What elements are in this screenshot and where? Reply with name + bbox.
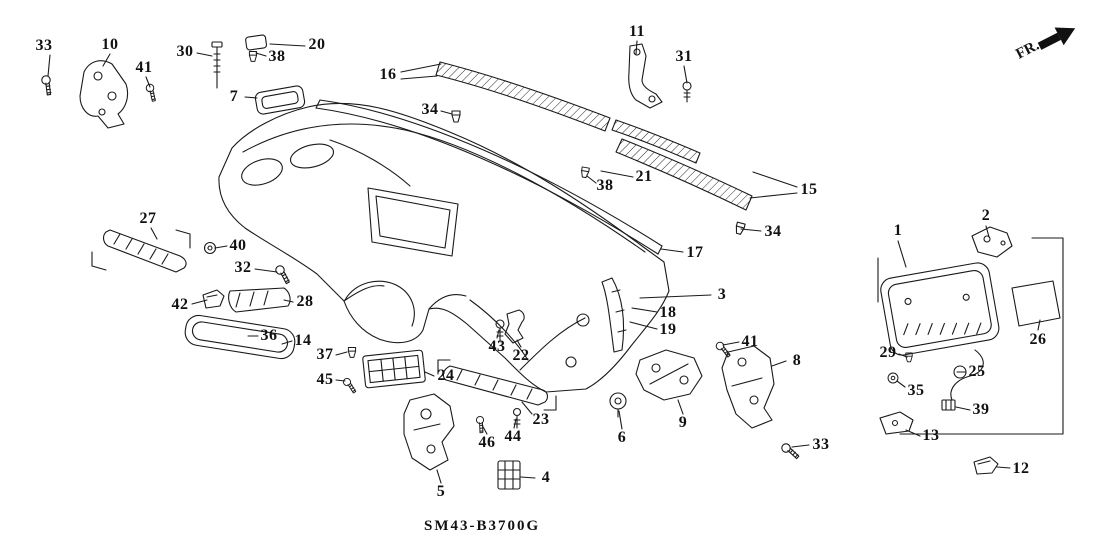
part-34a-clip bbox=[451, 110, 461, 123]
part-23-rail bbox=[437, 359, 557, 411]
part-15-grilles bbox=[611, 119, 753, 211]
callout-36: 36 bbox=[260, 327, 278, 344]
part-32-screw bbox=[271, 263, 295, 286]
callout-40: 40 bbox=[229, 237, 247, 254]
part-43-bolt bbox=[495, 319, 505, 343]
part-45-screw bbox=[340, 376, 360, 395]
part-16-grille bbox=[435, 61, 611, 132]
fr-arrow-icon bbox=[1037, 27, 1076, 50]
callout-44: 44 bbox=[504, 428, 522, 445]
part-35-grommet bbox=[887, 372, 899, 384]
callout-11: 11 bbox=[628, 23, 646, 40]
part-39-connector bbox=[941, 399, 956, 411]
part-34b-clip bbox=[734, 221, 746, 236]
callout-22: 22 bbox=[512, 347, 530, 364]
callout-6: 6 bbox=[617, 429, 627, 446]
callout-33a: 33 bbox=[35, 37, 53, 54]
callout-39: 39 bbox=[972, 401, 990, 418]
part-3-side-molding bbox=[601, 277, 627, 353]
part-24-vent bbox=[362, 349, 426, 389]
callout-24: 24 bbox=[437, 367, 455, 384]
part-44-bolt bbox=[512, 407, 522, 429]
callout-37: 37 bbox=[316, 346, 334, 363]
part-6-grommet bbox=[609, 392, 627, 418]
part-11-bracket bbox=[628, 43, 663, 109]
callout-30: 30 bbox=[176, 43, 194, 60]
callout-20: 20 bbox=[308, 36, 326, 53]
callout-23: 23 bbox=[532, 411, 550, 428]
part-10-bracket bbox=[79, 60, 129, 129]
part-33a-screw bbox=[36, 73, 59, 97]
callout-43: 43 bbox=[488, 338, 506, 355]
callout-7: 7 bbox=[229, 88, 239, 105]
part-8-bracket bbox=[721, 345, 775, 429]
part-26-pad bbox=[1011, 280, 1061, 327]
callout-31: 31 bbox=[675, 48, 693, 65]
callout-32: 32 bbox=[234, 259, 252, 276]
callout-15: 15 bbox=[800, 181, 818, 198]
part-9-bracket bbox=[635, 349, 703, 401]
assembly-frame bbox=[877, 237, 1064, 435]
callout-1: 1 bbox=[893, 222, 903, 239]
callout-27: 27 bbox=[139, 210, 157, 227]
callout-34a: 34 bbox=[421, 101, 439, 118]
part-4-grid bbox=[497, 460, 521, 490]
callout-34b: 34 bbox=[764, 223, 782, 240]
callout-26: 26 bbox=[1029, 331, 1047, 348]
part-2-bracket bbox=[971, 226, 1013, 258]
part-17-molding bbox=[315, 99, 663, 255]
callout-21: 21 bbox=[635, 168, 653, 185]
callout-5: 5 bbox=[436, 483, 446, 500]
callout-4: 4 bbox=[541, 469, 551, 486]
part-25-loop bbox=[953, 365, 967, 379]
callout-2: 2 bbox=[981, 207, 991, 224]
callout-18: 18 bbox=[659, 304, 677, 321]
callout-38a: 38 bbox=[268, 48, 286, 65]
part-7-pad bbox=[254, 85, 306, 115]
part-31-screw bbox=[682, 81, 692, 103]
callout-45: 45 bbox=[316, 371, 334, 388]
callout-38b: 38 bbox=[596, 177, 614, 194]
callout-9: 9 bbox=[678, 414, 688, 431]
part-27-garnish bbox=[91, 229, 191, 273]
part-12-clip bbox=[973, 456, 999, 475]
callout-14: 14 bbox=[294, 332, 312, 349]
callout-35: 35 bbox=[907, 382, 925, 399]
callout-29: 29 bbox=[879, 344, 897, 361]
part-20-pad bbox=[245, 34, 268, 51]
part-1-airbag bbox=[880, 262, 1000, 401]
callout-17: 17 bbox=[686, 244, 704, 261]
part-30-bolt bbox=[211, 41, 223, 89]
part-33b-screw bbox=[779, 442, 802, 460]
callout-19: 19 bbox=[659, 321, 677, 338]
callout-33b: 33 bbox=[812, 436, 830, 453]
callout-41a: 41 bbox=[135, 59, 153, 76]
callout-13: 13 bbox=[922, 427, 940, 444]
callout-12: 12 bbox=[1012, 460, 1030, 477]
part-instrument-panel bbox=[218, 102, 670, 393]
diagram-code: SM43-B3700G bbox=[424, 518, 541, 534]
callout-16: 16 bbox=[379, 66, 397, 83]
callout-41b: 41 bbox=[741, 333, 759, 350]
part-14-36-glove-lid bbox=[184, 314, 296, 360]
part-37-clip bbox=[347, 347, 357, 358]
part-46-screw bbox=[472, 414, 490, 435]
part-5-bracket bbox=[403, 393, 455, 471]
callout-3: 3 bbox=[717, 286, 727, 303]
callout-28: 28 bbox=[296, 293, 314, 310]
callout-42: 42 bbox=[171, 296, 189, 313]
part-22-bracket bbox=[504, 309, 525, 344]
part-41a-screw bbox=[141, 82, 162, 103]
callout-25: 25 bbox=[968, 363, 986, 380]
callout-46: 46 bbox=[478, 434, 496, 451]
callout-10: 10 bbox=[101, 36, 119, 53]
part-13-bracket bbox=[879, 411, 914, 435]
part-42-clip bbox=[202, 289, 225, 309]
part-28-strip bbox=[228, 287, 291, 313]
part-40-grommet bbox=[203, 241, 217, 255]
callout-8: 8 bbox=[792, 352, 802, 369]
